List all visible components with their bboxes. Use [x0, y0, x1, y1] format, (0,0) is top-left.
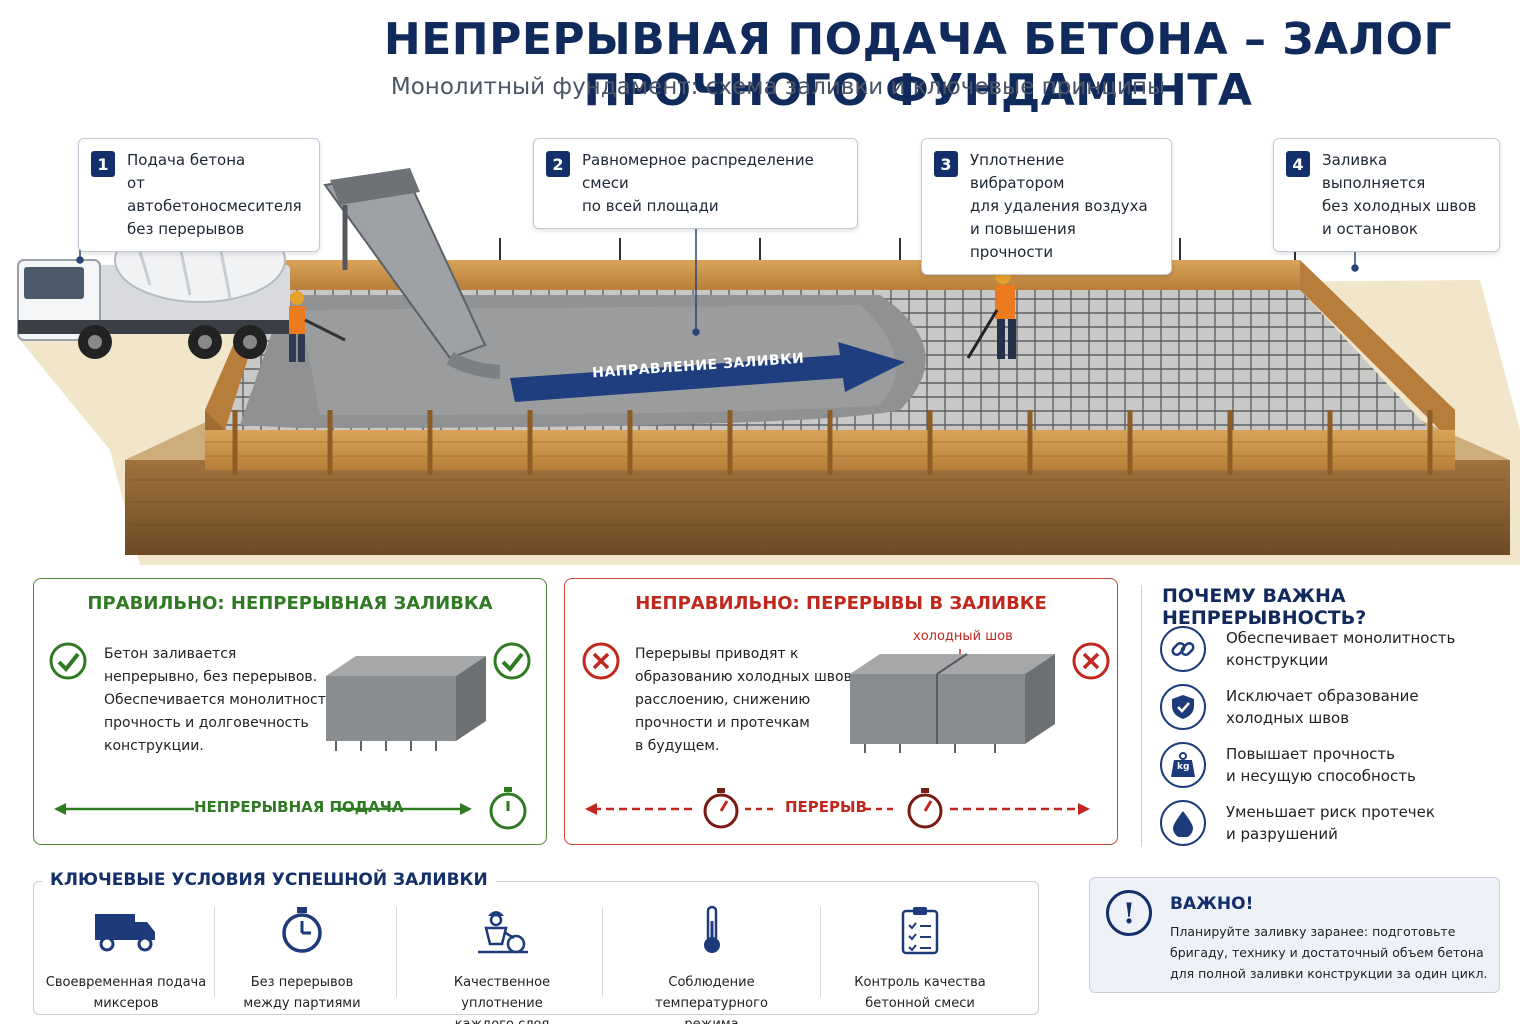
interrupted-arrow — [585, 788, 1090, 829]
continuous-arrow — [54, 803, 472, 815]
condition-item: Качественное уплотнение каждого слоя — [412, 902, 592, 1024]
thermometer-icon — [614, 902, 809, 958]
step-number-2: 2 — [546, 151, 570, 177]
cold-seam-label: холодный шов — [913, 629, 1013, 644]
step-text-4: Заливка выполняется без холодных швов и … — [1322, 151, 1477, 238]
monolithic-block-icon — [326, 656, 486, 751]
foundation-illustration — [17, 168, 1520, 565]
why-item: Исключает образование холодных швов — [1160, 684, 1419, 730]
conditions-title: КЛЮЧЕВЫЕ УСЛОВИЯ УСПЕШНОЙ ЗАЛИВКИ — [42, 870, 496, 890]
block-with-cold-seam-icon — [850, 649, 1055, 753]
kg-badge: kg — [1177, 762, 1190, 772]
truck-icon — [36, 902, 216, 958]
wrong-description: Перерывы приводят к образованию холодных… — [635, 646, 857, 754]
step-text-2: Равномерное распределение смеси по всей … — [582, 151, 814, 215]
important-note: ! ВАЖНО! Планируйте заливку заранее: под… — [1089, 877, 1500, 993]
step-text-1: Подача бетона от автобетоносмесителя без… — [127, 151, 302, 238]
conditions-section: КЛЮЧЕВЫЕ УСЛОВИЯ УСПЕШНОЙ ЗАЛИВКИ Своевр… — [33, 870, 1039, 1024]
important-title: ВАЖНО! — [1170, 894, 1254, 914]
weight-kg-icon: kg — [1160, 742, 1206, 788]
step-callout-1: 1 Подача бетона от автобетоносмесителя б… — [78, 138, 320, 252]
direction-arrow — [510, 342, 905, 402]
condition-divider — [602, 907, 603, 997]
continuous-feed-label: НЕПРЕРЫВНАЯ ПОДАЧА — [194, 798, 404, 816]
worker-left — [289, 291, 346, 362]
condition-text: Без перерывов между партиями — [243, 975, 361, 1011]
why-item-text: Обеспечивает монолитность конструкции — [1226, 629, 1456, 669]
step-number-3: 3 — [934, 151, 958, 177]
condition-item: Контроль качества бетонной смеси — [830, 902, 1010, 1014]
check-circle-icon — [493, 642, 531, 680]
condition-divider — [214, 907, 215, 997]
foundation-scene: 1 Подача бетона от автобетоносмесителя б… — [0, 110, 1536, 575]
check-circle-icon — [49, 642, 87, 680]
water-drop-icon — [1160, 800, 1206, 846]
why-item-text: Исключает образование холодных швов — [1226, 687, 1419, 727]
step-number-1: 1 — [91, 151, 115, 177]
why-item-text: Уменьшает риск протечек и разрушений — [1226, 803, 1435, 843]
stopwatch-icon — [212, 902, 392, 958]
correct-panel: ПРАВИЛЬНО: НЕПРЕРЫВНАЯ ЗАЛИВКА Бетон зал… — [33, 578, 547, 845]
why-item: kg Повышает прочность и несущую способно… — [1160, 742, 1416, 788]
step-callout-2: 2 Равномерное распределение смеси по все… — [533, 138, 858, 229]
why-title: ПОЧЕМУ ВАЖНА НЕПРЕРЫВНОСТЬ? — [1162, 585, 1367, 629]
correct-title: ПРАВИЛЬНО: НЕПРЕРЫВНАЯ ЗАЛИВКА — [87, 593, 493, 614]
wrong-panel: НЕПРАВИЛЬНО: ПЕРЕРЫВЫ В ЗАЛИВКЕ Перерывы… — [564, 578, 1118, 845]
condition-text: Своевременная подача миксеров — [45, 975, 207, 1011]
condition-item: Своевременная подача миксеров — [36, 902, 216, 1014]
cross-circle-icon — [1072, 642, 1110, 680]
important-text: Планируйте заливку заранее: подготовьте … — [1170, 924, 1488, 981]
chain-link-icon — [1160, 626, 1206, 672]
pause-label: ПЕРЕРЫВ — [785, 798, 868, 816]
step-callout-3: 3 Уплотнение вибратором для удаления воз… — [921, 138, 1172, 275]
exclamation-icon: ! — [1106, 890, 1152, 936]
page-subtitle: Монолитный фундамент: схема заливки и кл… — [390, 74, 1166, 100]
page-title: НЕПРЕРЫВНАЯ ПОДАЧА БЕТОНА – ЗАЛОГ ПРОЧНО… — [383, 14, 1453, 116]
step-number-4: 4 — [1286, 151, 1310, 177]
step-text-3: Уплотнение вибратором для удаления возду… — [970, 151, 1148, 261]
section-divider — [1141, 585, 1142, 847]
correct-description: Бетон заливается непрерывно, без перерыв… — [104, 646, 339, 754]
condition-item: Без перерывов между партиями — [212, 902, 392, 1014]
condition-text: Соблюдение температурного режима — [655, 975, 768, 1024]
cross-circle-icon — [582, 642, 620, 680]
formwork-right — [1300, 260, 1455, 445]
why-item: Обеспечивает монолитность конструкции — [1160, 626, 1455, 672]
stopwatch-icon — [489, 787, 527, 830]
concrete-chute — [323, 168, 501, 379]
stopwatch-icon — [907, 788, 943, 829]
stopwatch-icon — [703, 788, 739, 829]
condition-divider — [396, 907, 397, 997]
shield-check-icon — [1160, 684, 1206, 730]
why-item-text: Повышает прочность и несущую способность — [1226, 745, 1416, 785]
checklist-icon — [830, 902, 1010, 958]
condition-divider — [820, 907, 821, 997]
condition-text: Контроль качества бетонной смеси — [854, 975, 986, 1011]
condition-item: Соблюдение температурного режима — [614, 902, 809, 1024]
why-item: Уменьшает риск протечек и разрушений — [1160, 800, 1435, 846]
wrong-title: НЕПРАВИЛЬНО: ПЕРЕРЫВЫ В ЗАЛИВКЕ — [635, 593, 1047, 614]
condition-text: Качественное уплотнение каждого слоя — [453, 975, 551, 1024]
soil-base — [125, 460, 1510, 555]
step-callout-4: 4 Заливка выполняется без холодных швов … — [1273, 138, 1500, 252]
worker-vibrator-icon — [412, 902, 592, 958]
